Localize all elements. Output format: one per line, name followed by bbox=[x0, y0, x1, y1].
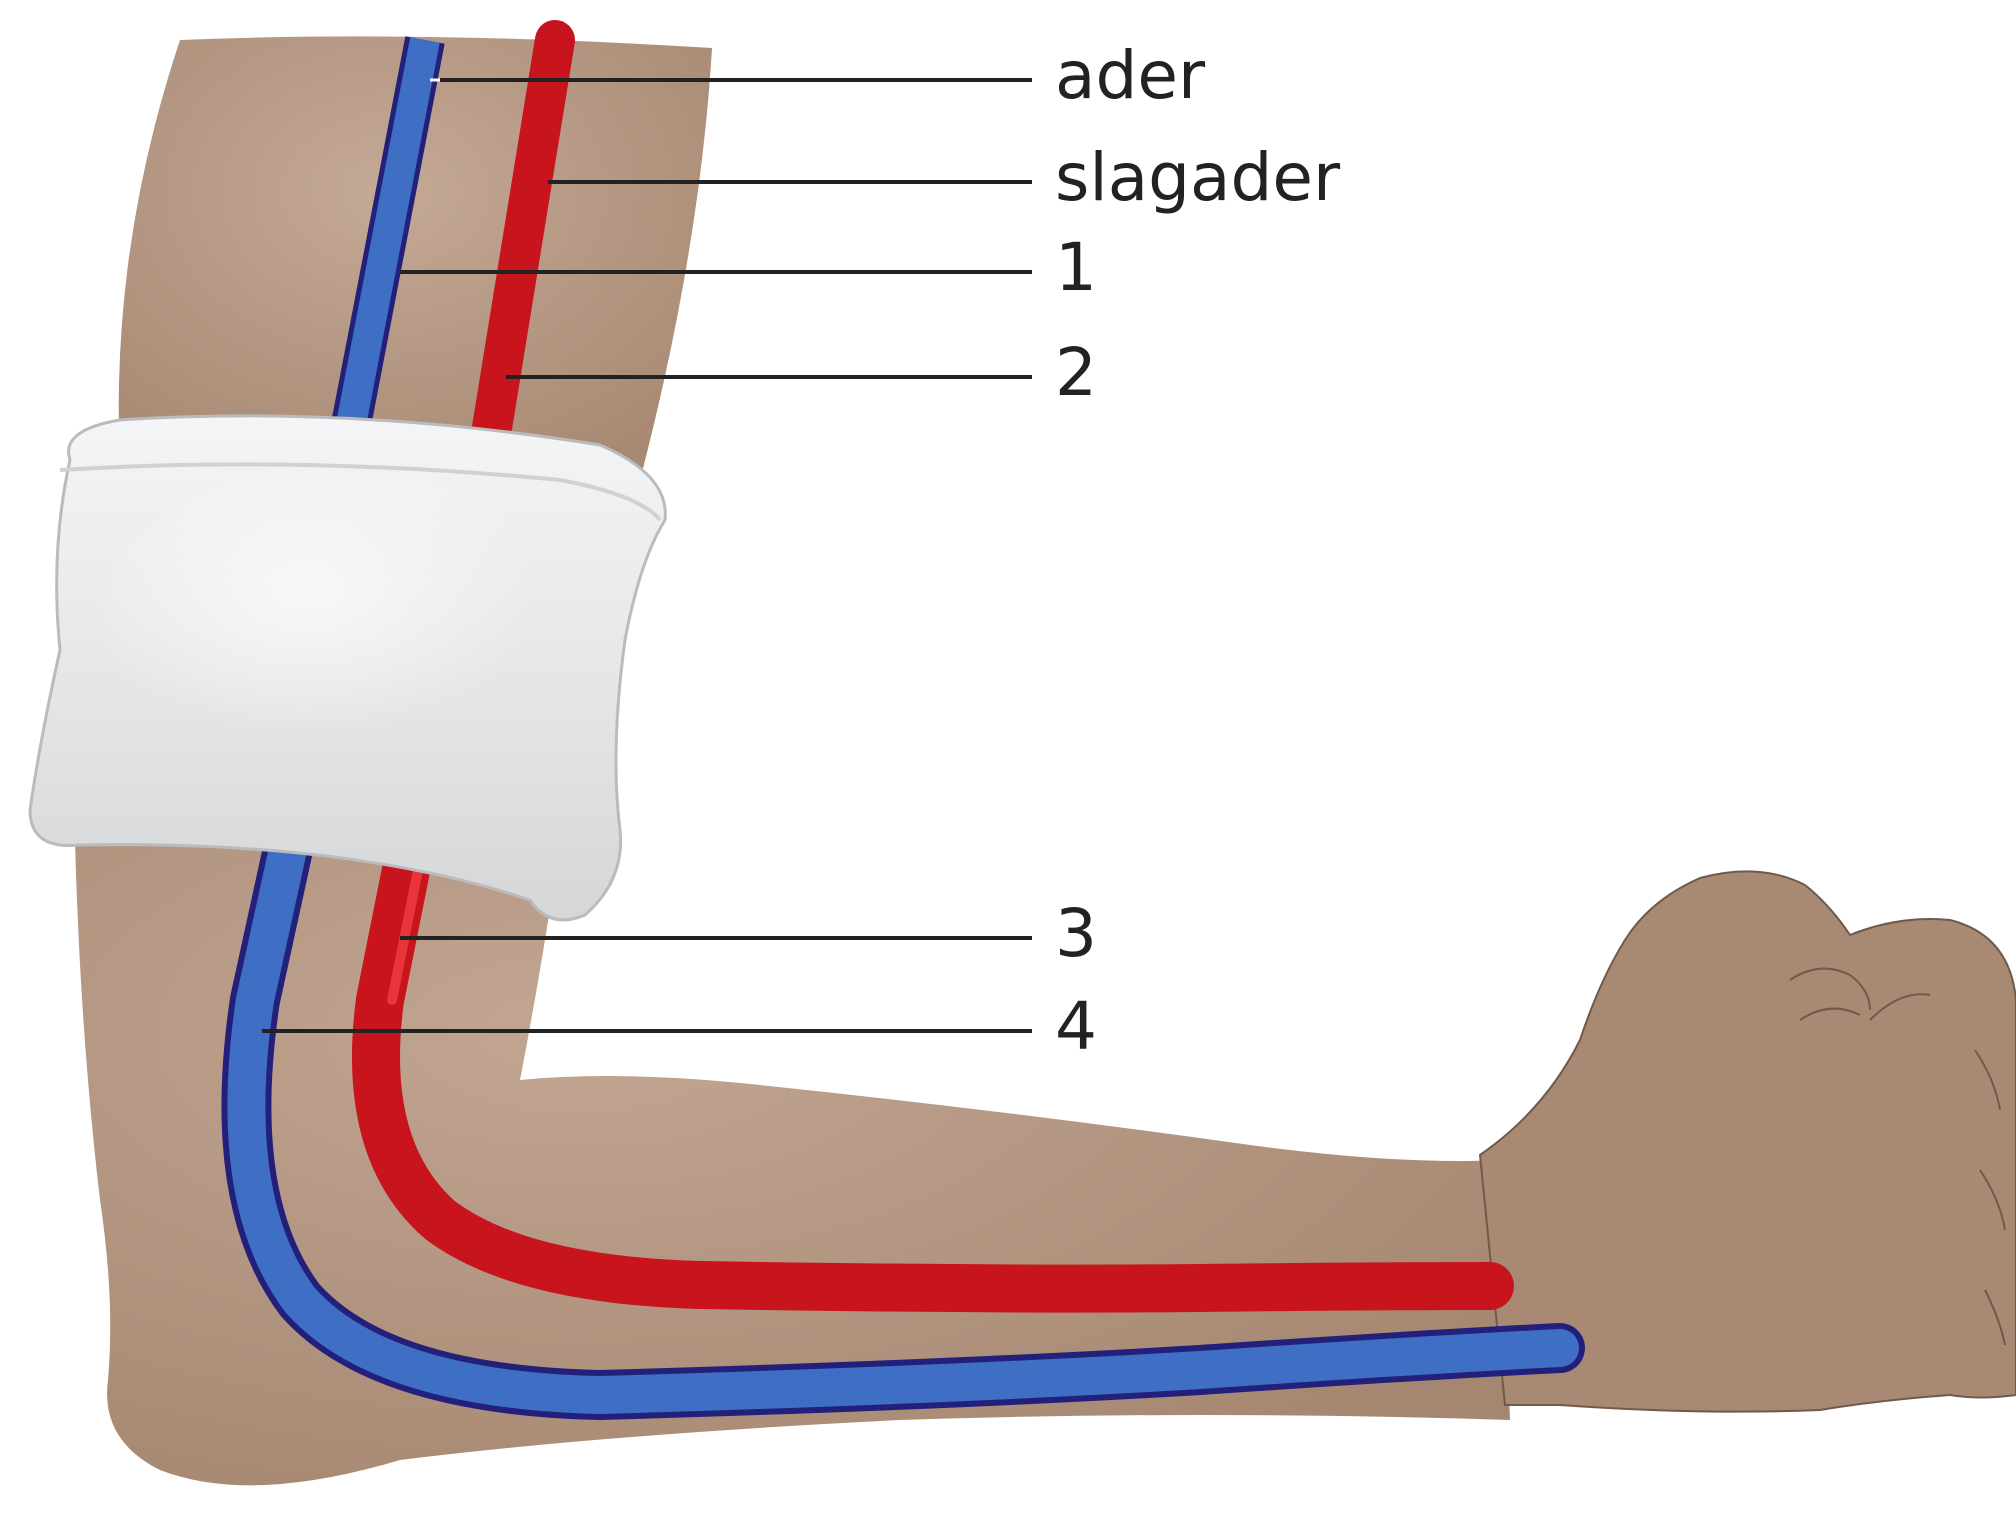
cuff-shine bbox=[100, 470, 560, 770]
label-3: 3 bbox=[1055, 895, 1097, 972]
label-4: 4 bbox=[1055, 988, 1097, 1065]
label-artery: slagader bbox=[1055, 139, 1341, 216]
label-1: 1 bbox=[1055, 229, 1097, 306]
label-vein: ader bbox=[1055, 37, 1206, 114]
label-2: 2 bbox=[1055, 334, 1097, 411]
